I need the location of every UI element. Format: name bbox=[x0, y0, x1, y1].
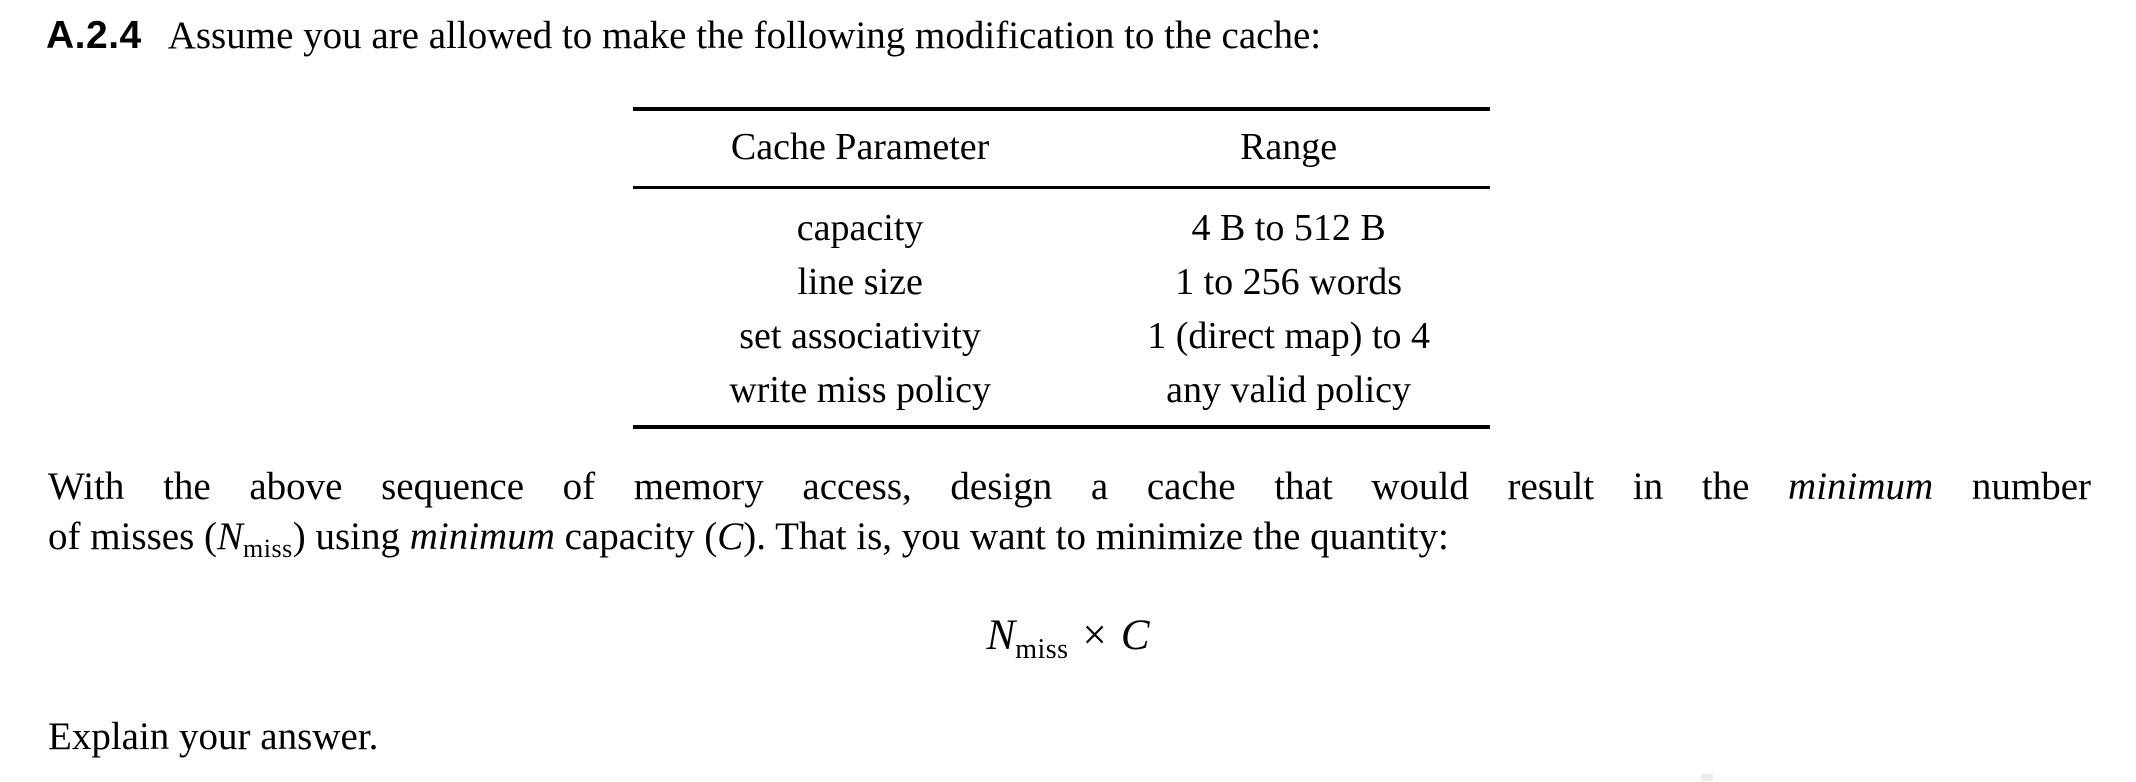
paragraph-line-2: of misses (Nmiss) using minimum capacity… bbox=[48, 512, 2091, 574]
table-row: write miss policy any valid policy bbox=[633, 363, 1490, 427]
italic-minimum: minimum bbox=[1788, 465, 1934, 508]
faint-artifact-mark bbox=[1701, 774, 1713, 781]
cell-range: 4 B to 512 B bbox=[1191, 207, 1386, 249]
cell-parameter: capacity bbox=[796, 207, 924, 249]
table-row: capacity 4 B to 512 B bbox=[633, 188, 1490, 256]
cell-range: 1 (direct map) to 4 bbox=[1147, 315, 1430, 357]
math-subscript-miss: miss bbox=[1015, 634, 1069, 665]
paragraph-line-1: With the above sequence of memory access… bbox=[48, 462, 2091, 512]
paragraph-text: ). That is, you want to minimize the qua… bbox=[743, 515, 1449, 558]
cell-parameter: line size bbox=[797, 261, 923, 303]
paragraph-text: of misses ( bbox=[48, 515, 217, 558]
cell-range: any valid policy bbox=[1166, 369, 1412, 411]
table-row: line size 1 to 256 words bbox=[633, 255, 1490, 309]
table-header-row: Cache Parameter Range bbox=[633, 109, 1490, 188]
math-variable-n: N bbox=[217, 515, 244, 558]
paragraph-text: ) using bbox=[292, 515, 410, 558]
paragraph-text: number bbox=[1933, 465, 2091, 508]
closing-instruction: Explain your answer. bbox=[48, 715, 379, 758]
displayed-formula: Nmiss × C bbox=[0, 607, 2136, 679]
exercise-heading-text: Assume you are allowed to make the follo… bbox=[167, 14, 1322, 57]
exercise-number: A.2.4 bbox=[46, 14, 142, 57]
math-variable-c: C bbox=[1120, 612, 1150, 659]
exercise-heading: A.2.4 Assume you are allowed to make the … bbox=[46, 12, 1321, 60]
multiplication-sign: × bbox=[1082, 612, 1107, 659]
cache-parameter-table: Cache Parameter Range capacity 4 B to 51… bbox=[633, 107, 1490, 429]
math-subscript-miss: miss bbox=[243, 534, 293, 563]
paragraph-text: capacity ( bbox=[554, 515, 718, 558]
table-row: set associativity 1 (direct map) to 4 bbox=[633, 309, 1490, 363]
paragraph-text: With the above sequence of memory access… bbox=[48, 465, 1789, 508]
math-variable-n: N bbox=[986, 612, 1016, 659]
column-header-cache-parameter: Cache Parameter bbox=[730, 126, 990, 168]
cell-parameter: write miss policy bbox=[729, 369, 991, 411]
italic-minimum: minimum bbox=[409, 515, 555, 558]
math-variable-c: C bbox=[717, 515, 744, 558]
cell-parameter: set associativity bbox=[739, 315, 981, 357]
column-header-range: Range bbox=[1240, 126, 1338, 168]
problem-paragraph: With the above sequence of memory access… bbox=[48, 462, 2091, 574]
cell-range: 1 to 256 words bbox=[1175, 261, 1403, 303]
